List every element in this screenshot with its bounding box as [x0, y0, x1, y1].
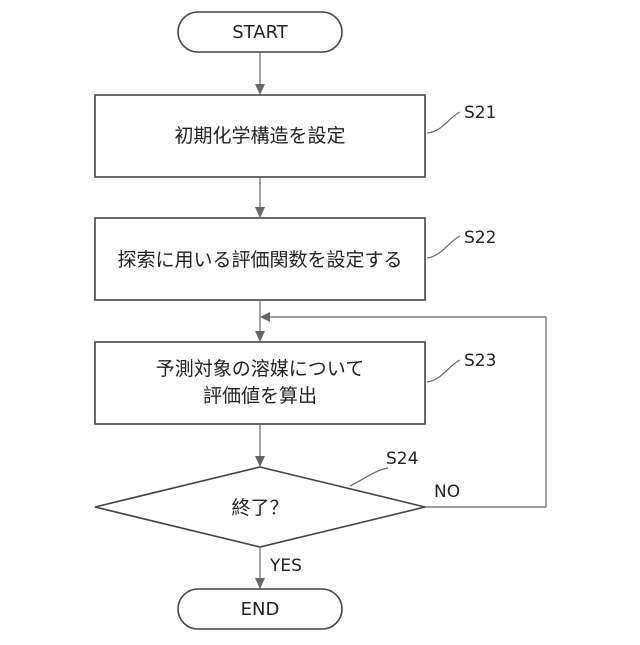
- step-s21: 初期化学構造を設定: [95, 95, 425, 177]
- arrowhead-s22-s23: [255, 331, 265, 342]
- step-s21-id: S21: [464, 103, 496, 123]
- step-s21-text: 初期化学構造を設定: [174, 125, 345, 147]
- leader-s21: [427, 112, 460, 133]
- step-s23-id: S23: [464, 351, 496, 371]
- arrowhead-s23-s24: [255, 456, 265, 467]
- step-s23: 予測対象の溶媒について 評価値を算出: [95, 342, 425, 424]
- yes-label: YES: [269, 556, 302, 576]
- leader-s24: [350, 468, 388, 486]
- end-label: END: [241, 599, 280, 620]
- start-terminal: START: [178, 12, 342, 52]
- no-loop-arrowhead: [260, 312, 270, 322]
- step-s23-text-line2: 評価値を算出: [203, 385, 317, 407]
- step-s22-id: S22: [464, 228, 496, 248]
- arrowhead-start-s21: [255, 84, 265, 95]
- step-s23-text-line1: 予測対象の溶媒について: [156, 358, 364, 380]
- decision-s24: 終了？: [95, 467, 425, 547]
- leader-s23: [427, 360, 460, 382]
- end-terminal: END: [178, 589, 342, 629]
- step-s22: 探索に用いる評価関数を設定する: [95, 218, 425, 300]
- step-s22-text: 探索に用いる評価関数を設定する: [117, 249, 402, 271]
- leader-s22: [427, 236, 460, 258]
- decision-id: S24: [386, 449, 418, 469]
- arrowhead-s21-s22: [255, 207, 265, 218]
- no-label: NO: [434, 482, 460, 502]
- decision-text: 終了？: [231, 497, 288, 519]
- start-label: START: [232, 22, 289, 43]
- arrowhead-s24-end: [255, 578, 265, 589]
